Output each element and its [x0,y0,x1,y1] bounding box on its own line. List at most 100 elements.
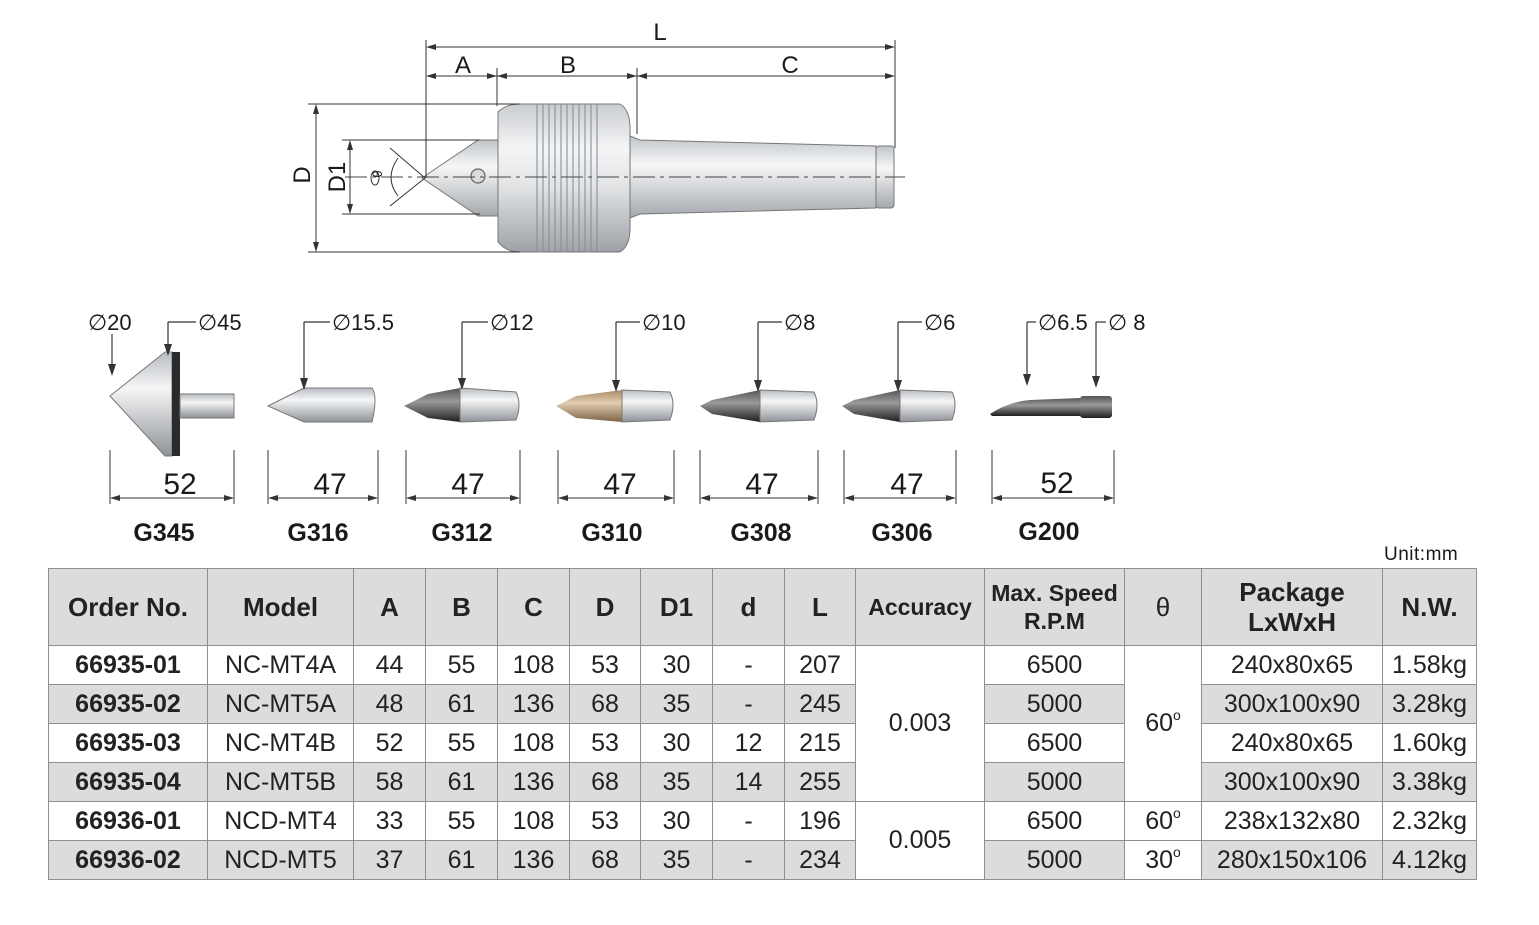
cell-model: NCD-MT4 [207,801,354,841]
cell-a: 48 [353,684,426,724]
dim-label-d1: D1 [324,162,351,193]
cell-l: 255 [784,762,856,802]
cell-model: NCD-MT5 [207,840,354,880]
header-d: D [569,568,641,646]
header-package: Package LxWxH [1201,568,1383,646]
cell-l: 207 [784,645,856,685]
cell-l: 196 [784,801,856,841]
tip-g312-length: 47 [451,468,484,501]
cell-package: 300x100x90 [1201,762,1383,802]
dim-label-d: D [289,166,316,183]
cell-order: 66935-01 [48,645,208,685]
tip-g308-dia: ∅8 [784,310,815,335]
header-order-no: Order No. [48,568,208,646]
cell-speed: 6500 [984,645,1125,685]
cell-package: 238x132x80 [1201,801,1383,841]
tip-g316-length: 47 [313,468,346,501]
tip-g200-dia-a: ∅6.5 [1038,310,1088,335]
tip-g312-dia: ∅12 [490,310,534,335]
tip-g306-model: G306 [871,519,932,547]
cell-speed: 6500 [984,801,1125,841]
cell-theta: 30o [1124,840,1202,880]
cell-package: 240x80x65 [1201,645,1383,685]
cell-l: 245 [784,684,856,724]
header-theta: θ [1124,568,1202,646]
cell-c: 136 [497,762,570,802]
cell-order: 66935-02 [48,684,208,724]
cell-b: 55 [425,645,498,685]
tip-g200-dia-b: ∅ 8 [1108,310,1146,335]
tip-g306-image [842,389,956,423]
cell-d-small: - [712,801,785,841]
cell-c: 136 [497,840,570,880]
table-row: 66935-03 NC-MT4B 52 55 108 53 30 12 215 … [48,723,1477,763]
cell-accuracy-group-2: 0.005 [855,801,985,880]
live-center-drawing: L A B C D D1 θ [289,19,905,253]
cell-speed: 5000 [984,840,1125,880]
cell-d-small: - [712,840,785,880]
dim-label-l: L [653,19,666,46]
cell-b: 55 [425,801,498,841]
cell-d-small: 14 [712,762,785,802]
tip-g200-length: 52 [1040,467,1073,500]
cell-b: 61 [425,684,498,724]
header-nw: N.W. [1382,568,1477,646]
cell-c: 108 [497,723,570,763]
cell-b: 61 [425,762,498,802]
table-row: 66935-01 NC-MT4A 44 55 108 53 30 - 207 0… [48,645,1477,802]
cell-d1: 30 [640,723,713,763]
header-max-speed-line2: R.P.M [1024,608,1085,634]
cell-l: 215 [784,723,856,763]
cell-model: NC-MT4B [207,723,354,763]
table-row: 66935-04 NC-MT5B 58 61 136 68 35 14 255 … [48,762,1477,802]
tip-g308-model: G308 [730,519,791,547]
tip-g308-length: 47 [745,468,778,501]
theta-value: 60 [1145,709,1173,737]
cell-model: NC-MT4A [207,645,354,685]
tip-g345-model: G345 [133,519,194,547]
header-package-line1: Package [1239,577,1345,607]
tip-g345-length: 52 [163,468,196,501]
tip-g345-dia-a: ∅20 [88,310,132,335]
tip-g306-length: 47 [890,468,923,501]
cell-d1: 30 [640,801,713,841]
cell-speed: 6500 [984,723,1125,763]
header-max-speed: Max. Speed R.P.M [984,568,1125,646]
tip-g345-dia-b: ∅45 [198,310,242,335]
cell-package: 240x80x65 [1201,723,1383,763]
cell-speed: 5000 [984,762,1125,802]
header-package-line2: LxWxH [1247,607,1337,637]
cell-l: 234 [784,840,856,880]
table-row: 66936-01 NCD-MT4 33 55 108 53 30 - 196 0… [48,801,1477,880]
cell-d1: 35 [640,840,713,880]
cell-c: 108 [497,801,570,841]
cell-d-small: - [712,645,785,685]
cell-order: 66935-03 [48,723,208,763]
cell-d: 53 [569,723,641,763]
cell-order: 66935-04 [48,762,208,802]
cell-nw: 2.32kg [1382,801,1477,841]
cell-d: 53 [569,801,641,841]
header-model: Model [207,568,354,646]
cell-b: 61 [425,840,498,880]
header-accuracy: Accuracy [855,568,985,646]
cell-d: 68 [569,684,641,724]
tip-g312-model: G312 [431,519,492,547]
cell-d1: 35 [640,684,713,724]
tips-drawing: ∅20 ∅45 ∅15.5 ∅12 ∅10 ∅8 ∅6 ∅6.5 ∅ 8 52 … [88,310,1146,547]
header-d-small: d [712,568,785,646]
tip-g308-image [700,389,818,423]
cell-nw: 3.28kg [1382,684,1477,724]
theta-value: 60 [1145,806,1173,835]
tip-g200-image [990,396,1112,418]
cell-a: 58 [353,762,426,802]
table-row: 66936-02 NCD-MT5 37 61 136 68 35 - 234 5… [48,840,1477,880]
cell-d: 68 [569,840,641,880]
degree-symbol: o [1173,707,1181,723]
cell-b: 55 [425,723,498,763]
dim-label-c: C [781,52,798,79]
dim-label-a: A [455,52,471,79]
cell-c: 108 [497,645,570,685]
cell-model: NC-MT5B [207,762,354,802]
tip-g316-image [266,387,376,423]
